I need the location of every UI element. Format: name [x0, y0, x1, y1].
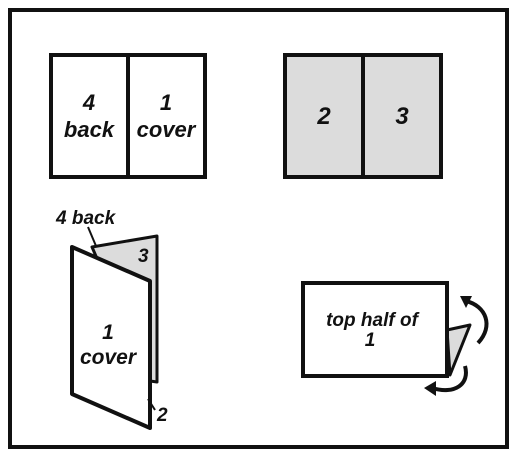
booklet-back-label: 4 back [55, 208, 117, 229]
booklet-front-number: 1 [102, 321, 114, 344]
booklet-bottom-label: 2 [156, 405, 168, 426]
outside-right-number: 1 [160, 90, 172, 115]
spread-outside-left-page [49, 53, 130, 179]
bottom-label-leader [147, 398, 156, 411]
folded-sheet-line1: top half of [326, 310, 419, 331]
inside-left-number: 2 [316, 103, 331, 130]
outside-right-word: cover [137, 117, 197, 142]
folded-sheet: top half of 1 [301, 281, 489, 396]
curved-arrow-top-icon [460, 296, 489, 345]
back-label-leader [87, 226, 97, 247]
curved-arrow-bottom-icon [424, 365, 468, 396]
inside-right-number: 3 [395, 103, 409, 130]
folded-booklet: 4 back 3 1 cover 2 [55, 208, 168, 430]
folded-sheet-panel [301, 281, 449, 378]
outside-left-word: back [64, 117, 116, 142]
folded-sheet-line2: 1 [365, 330, 376, 351]
spread-outside: 4 back 1 cover [49, 53, 207, 179]
spread-outside-right-page [126, 53, 207, 179]
spread-inside: 2 3 [283, 53, 443, 179]
spread-inside-right-page [361, 53, 443, 179]
outside-left-number: 4 [82, 90, 95, 115]
booklet-front-word: cover [80, 346, 138, 369]
spread-inside-left-page [283, 53, 365, 179]
booklet-front-cover [70, 245, 152, 430]
booklet-inner-page-label: 3 [138, 246, 149, 267]
